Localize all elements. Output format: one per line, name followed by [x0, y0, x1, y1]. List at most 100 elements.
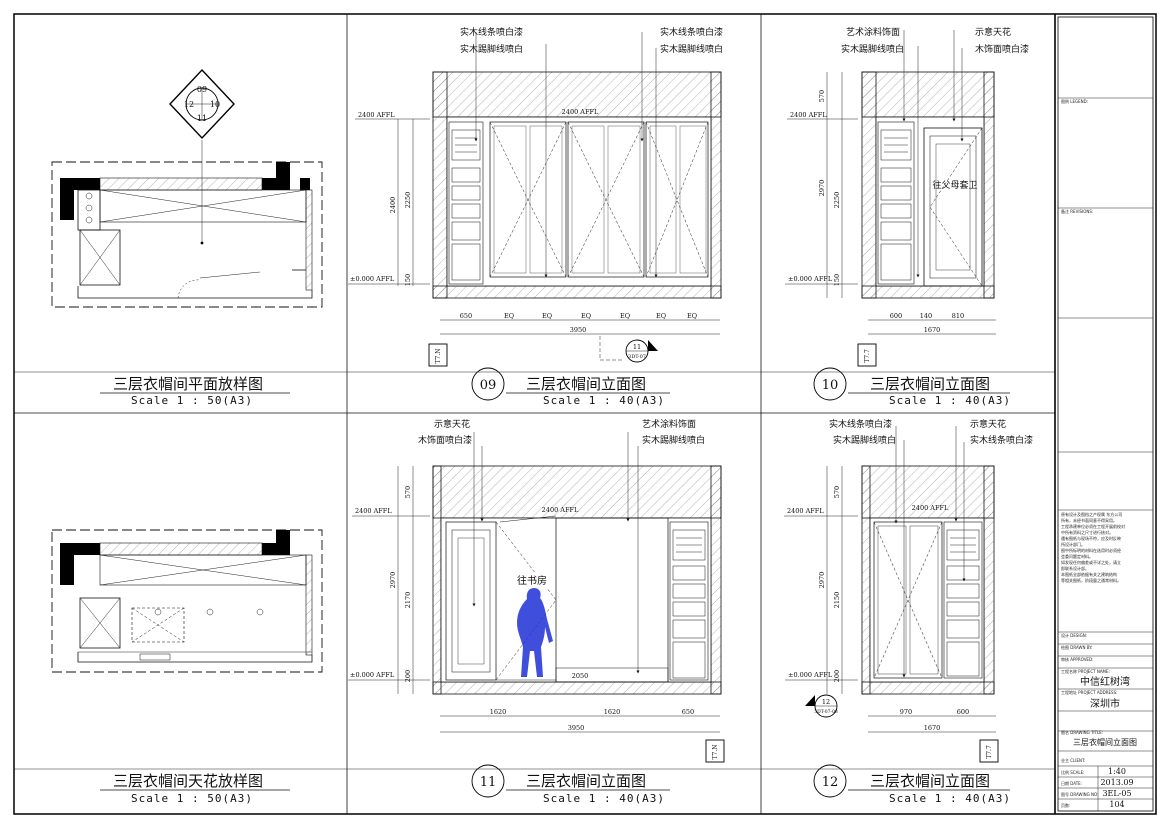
svg-text:10: 10 — [210, 100, 220, 109]
svg-text:600: 600 — [890, 312, 902, 320]
e09-shelves — [451, 129, 481, 281]
sheet-frame — [13, 13, 1157, 815]
e10-note-4: 木饰面喷白漆 — [975, 43, 1029, 55]
svg-text:1620: 1620 — [490, 708, 507, 716]
svg-text:2400 AFFL: 2400 AFFL — [562, 108, 599, 116]
check-label: 审核 APPROVED: — [1061, 656, 1093, 662]
svg-text:T7.7: T7.7 — [864, 349, 871, 363]
address-label: 工程地址 PROJECT ADDRESS: — [1061, 689, 1117, 695]
project-address: 深圳市 — [1090, 697, 1120, 710]
client-label: 业主 CLIENT: — [1061, 757, 1085, 763]
e09-note-3: 实木线条喷白漆 — [660, 26, 723, 38]
svg-text:150: 150 — [404, 274, 412, 286]
svg-text:EQ: EQ — [542, 312, 552, 320]
svg-text:11: 11 — [480, 775, 497, 790]
svg-text:11: 11 — [633, 343, 641, 351]
svg-text:570: 570 — [404, 486, 412, 498]
svg-text:2400: 2400 — [389, 197, 397, 214]
e09-note-1: 实木线条喷白漆 — [460, 26, 523, 38]
svg-text:140: 140 — [920, 312, 932, 320]
elevation-09: 实木线条喷白漆 实木踢脚线喷白 实木线条喷白漆 实木踢脚线喷白 2400 AFF… — [348, 26, 723, 407]
drawing-number-label: 图号 DRAWING NO: — [1061, 791, 1098, 797]
e09-note-2: 实木踢脚线喷白 — [460, 43, 523, 55]
svg-text:T7.N: T7.N — [435, 349, 442, 364]
e11-scale: Scale 1 : 40(A3) — [543, 792, 665, 805]
svg-text:2400 AFFL: 2400 AFFL — [912, 504, 949, 512]
svg-text:±0.000 AFFL: ±0.000 AFFL — [788, 671, 833, 679]
e09-title: 三层衣帽间立面图 — [526, 375, 646, 393]
svg-text:650: 650 — [682, 708, 694, 716]
svg-text:12: 12 — [822, 698, 830, 706]
svg-text:1670: 1670 — [924, 724, 941, 732]
svg-text:±0.000 AFFL: ±0.000 AFFL — [788, 275, 833, 283]
scale-label: 比例 SCALE: — [1061, 769, 1084, 775]
date-label: 日期 DATE: — [1061, 780, 1082, 786]
svg-text:10: 10 — [822, 378, 839, 393]
ceiling-title: 三层衣帽间天花放样图 — [113, 772, 263, 790]
svg-text:2400 AFFL: 2400 AFFL — [358, 111, 395, 119]
svg-text:工程承建单位必须在工程开展前校对: 工程承建单位必须在工程开展前校对 — [1061, 523, 1125, 529]
e11-note-4: 实木踢脚线喷白 — [642, 434, 705, 446]
design-label: 设计 DESIGN: — [1061, 632, 1087, 638]
page-label: 页数: — [1061, 802, 1070, 808]
svg-text:1670: 1670 — [924, 326, 941, 334]
svg-text:600: 600 — [957, 708, 969, 716]
svg-text:810: 810 — [952, 312, 964, 320]
svg-text:09: 09 — [480, 378, 497, 393]
svg-text:所有，未经书面同意不得采用。: 所有，未经书面同意不得采用。 — [1061, 517, 1117, 523]
svg-text:EQ: EQ — [581, 312, 591, 320]
e11-note-1: 示意天花 — [434, 418, 470, 430]
svg-text:11: 11 — [197, 114, 207, 123]
svg-text:2970: 2970 — [389, 572, 397, 589]
plan-scale: Scale 1 : 50(A3) — [131, 394, 253, 407]
svg-text:2150: 2150 — [833, 592, 841, 609]
svg-text:T7.N: T7.N — [712, 745, 719, 760]
elevation-11: 2050 往书房 示意天花 木饰面喷白漆 艺术涂料饰面 实木踢脚线喷白 2400… — [348, 418, 725, 805]
svg-text:1620: 1620 — [604, 708, 621, 716]
svg-text:原有设计及图档之产权属 东方公司: 原有设计及图档之产权属 东方公司 — [1061, 511, 1122, 517]
svg-text:970: 970 — [900, 708, 912, 716]
svg-text:2400 AFFL: 2400 AFFL — [355, 507, 392, 515]
e10-door-label: 往父母套卫 — [932, 179, 977, 191]
ceiling-panel: 三层衣帽间天花放样图 Scale 1 : 50(A3) — [51, 529, 323, 805]
svg-text:3950: 3950 — [570, 326, 587, 334]
svg-text:570: 570 — [818, 90, 826, 102]
e09-note-4: 实木踢脚线喷白 — [660, 43, 723, 55]
svg-text:±0.000 AFFL: ±0.000 AFFL — [350, 671, 395, 679]
svg-text:650: 650 — [460, 312, 472, 320]
svg-text:200: 200 — [404, 670, 412, 682]
scale-value: 1:40 — [1108, 767, 1126, 776]
drawn-label: 绘图 DRAWN BY: — [1061, 644, 1093, 650]
drawing-title-label: 图名 DRAWING TITLE: — [1061, 729, 1103, 735]
e10-note-2: 实木踢脚线喷白 — [841, 43, 904, 55]
e11-note-3: 艺术涂料饰面 — [642, 418, 696, 430]
e12-note-2: 实木踢脚线喷白 — [833, 434, 896, 446]
svg-text:T7.7: T7.7 — [986, 745, 993, 759]
svg-text:遇有图纸与现场不符，应及时反映: 遇有图纸与现场不符，应及时反映 — [1061, 535, 1121, 541]
svg-text:3DT-07: 3DT-07 — [628, 354, 646, 360]
svg-text:2970: 2970 — [818, 572, 826, 589]
elevation-10: 往父母套卫 艺术涂料饰面 实木踢脚线喷白 示意天花 木饰面喷白漆 2400 AF… — [785, 26, 1029, 407]
svg-text:会委问题定材料。: 会委问题定材料。 — [1061, 553, 1093, 559]
page-number: 104 — [1109, 800, 1124, 809]
svg-text:EQ: EQ — [620, 312, 630, 320]
e12-title: 三层衣帽间立面图 — [870, 772, 990, 790]
e10-scale: Scale 1 : 40(A3) — [889, 394, 1011, 407]
revision-label: 备注 REVISIONS: — [1061, 208, 1093, 214]
svg-text:3950: 3950 — [568, 724, 585, 732]
plan-panel: 09 12 10 11 三层衣帽间平面放样图 Scale 1 : 50(A3) — [51, 68, 323, 407]
svg-text:570: 570 — [833, 486, 841, 498]
svg-text:2250: 2250 — [833, 192, 841, 209]
drawing-title: 三层衣帽间立面图 — [1073, 737, 1137, 747]
svg-text:2400 AFFL: 2400 AFFL — [542, 506, 579, 514]
e10-note-3: 示意天花 — [975, 26, 1011, 38]
plan-index-tag: 09 12 10 11 — [169, 68, 235, 245]
svg-text:150: 150 — [833, 274, 841, 286]
svg-text:2050: 2050 — [572, 672, 589, 680]
svg-text:EQ: EQ — [504, 312, 514, 320]
svg-text:2970: 2970 — [818, 180, 826, 197]
svg-text:等相关图纸，阶段量之通常材料。: 等相关图纸，阶段量之通常材料。 — [1061, 577, 1121, 583]
svg-text:±0.000 AFFL: ±0.000 AFFL — [350, 275, 395, 283]
svg-text:即联系设计部。: 即联系设计部。 — [1061, 565, 1089, 571]
e10-note-1: 艺术涂料饰面 — [846, 26, 900, 38]
